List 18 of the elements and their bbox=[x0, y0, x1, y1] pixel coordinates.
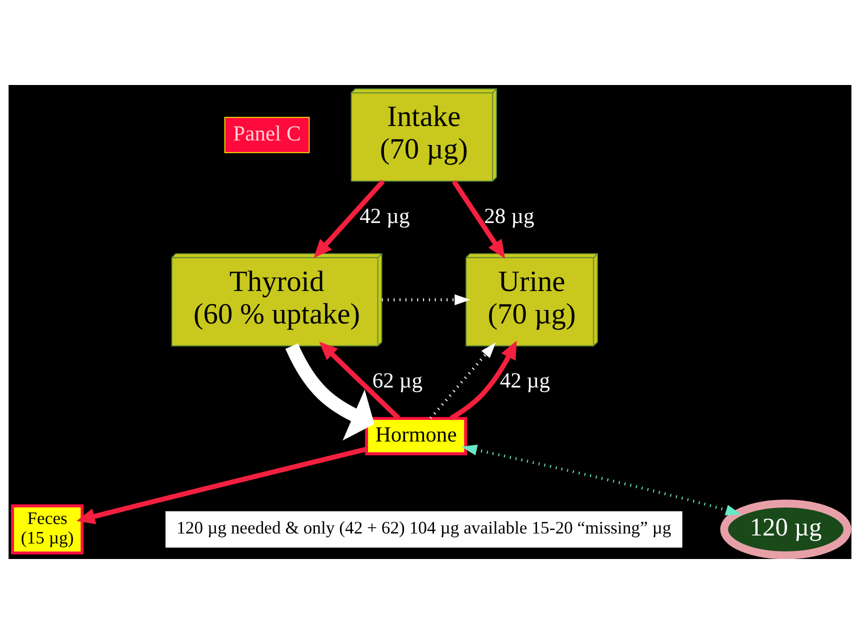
arrow bbox=[76, 446, 368, 524]
arrow bbox=[461, 444, 742, 515]
edge-label: 62 µg bbox=[372, 368, 423, 392]
arrow bbox=[382, 294, 470, 305]
node-box: Panel C bbox=[224, 116, 310, 153]
node-box: 120 µg needed & only (42 + 62) 104 µg available 15-20 “missing” µg bbox=[165, 510, 682, 548]
node-ellipse: 120 µg bbox=[720, 499, 852, 558]
edge-label: 42 µg bbox=[500, 368, 550, 392]
arrow bbox=[452, 180, 506, 258]
arrow bbox=[450, 340, 517, 420]
arrow bbox=[319, 341, 400, 420]
arrow bbox=[285, 342, 374, 440]
edge-label: 42 µg bbox=[360, 203, 410, 228]
edge-label: 28 µg bbox=[484, 203, 534, 228]
arrow bbox=[430, 342, 496, 419]
node-box: Feces (15 µg) bbox=[11, 504, 84, 554]
node-box: Hormone bbox=[365, 416, 468, 455]
arrow bbox=[314, 179, 385, 258]
